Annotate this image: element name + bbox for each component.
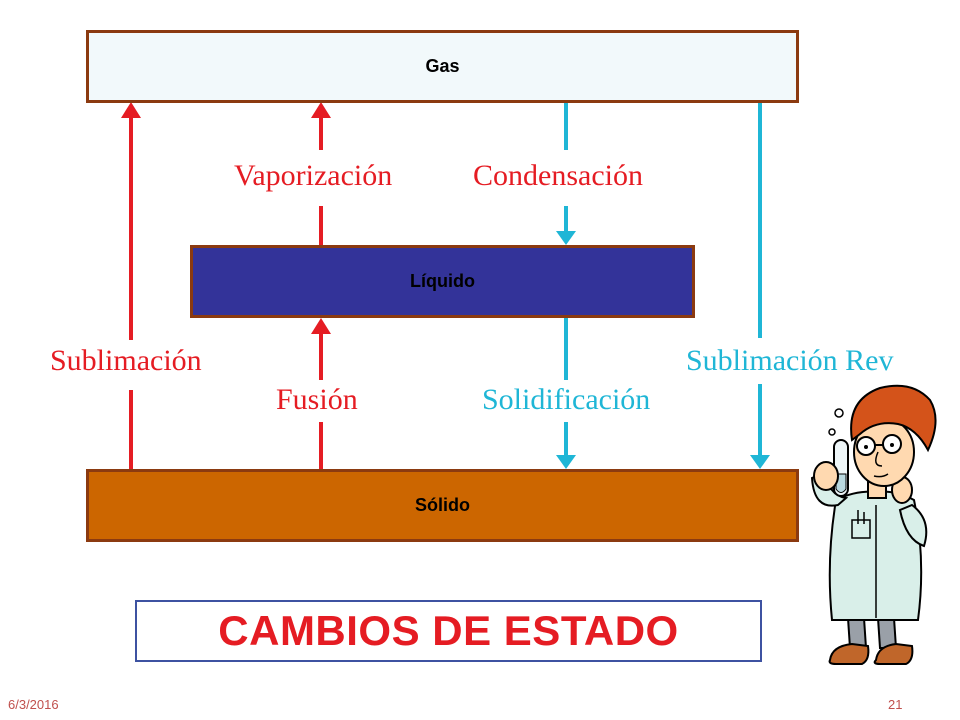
vaporization-label: Vaporización — [234, 159, 393, 192]
liquid-label: Líquido — [410, 271, 475, 291]
fusion-label: Fusión — [276, 383, 358, 416]
gas-state-box: Gas — [86, 30, 799, 103]
gas-label: Gas — [425, 56, 460, 76]
sublimation-label: Sublimación — [50, 344, 202, 377]
liquid-state-box: Líquido — [190, 245, 695, 318]
solid-label: Sólido — [415, 495, 470, 515]
slide-title: CAMBIOS DE ESTADO — [218, 607, 679, 654]
footer-date: 6/3/2016 — [8, 697, 59, 712]
condensation-label: Condensación — [473, 159, 643, 192]
solidification-arrow — [556, 318, 576, 469]
fusion-arrow — [311, 318, 331, 469]
condensation-arrow — [556, 103, 576, 245]
solidification-label: Solidificación — [482, 383, 651, 416]
footer-page-number: 21 — [888, 697, 903, 712]
vaporization-arrow — [311, 102, 331, 245]
solid-state-box: Sólido — [86, 469, 799, 542]
reverse-sublimation-arrow — [750, 103, 770, 469]
reverse-sublimation-label: Sublimación Rev — [686, 344, 894, 377]
sublimation-arrow — [121, 102, 141, 469]
title-box: CAMBIOS DE ESTADO — [135, 600, 762, 662]
